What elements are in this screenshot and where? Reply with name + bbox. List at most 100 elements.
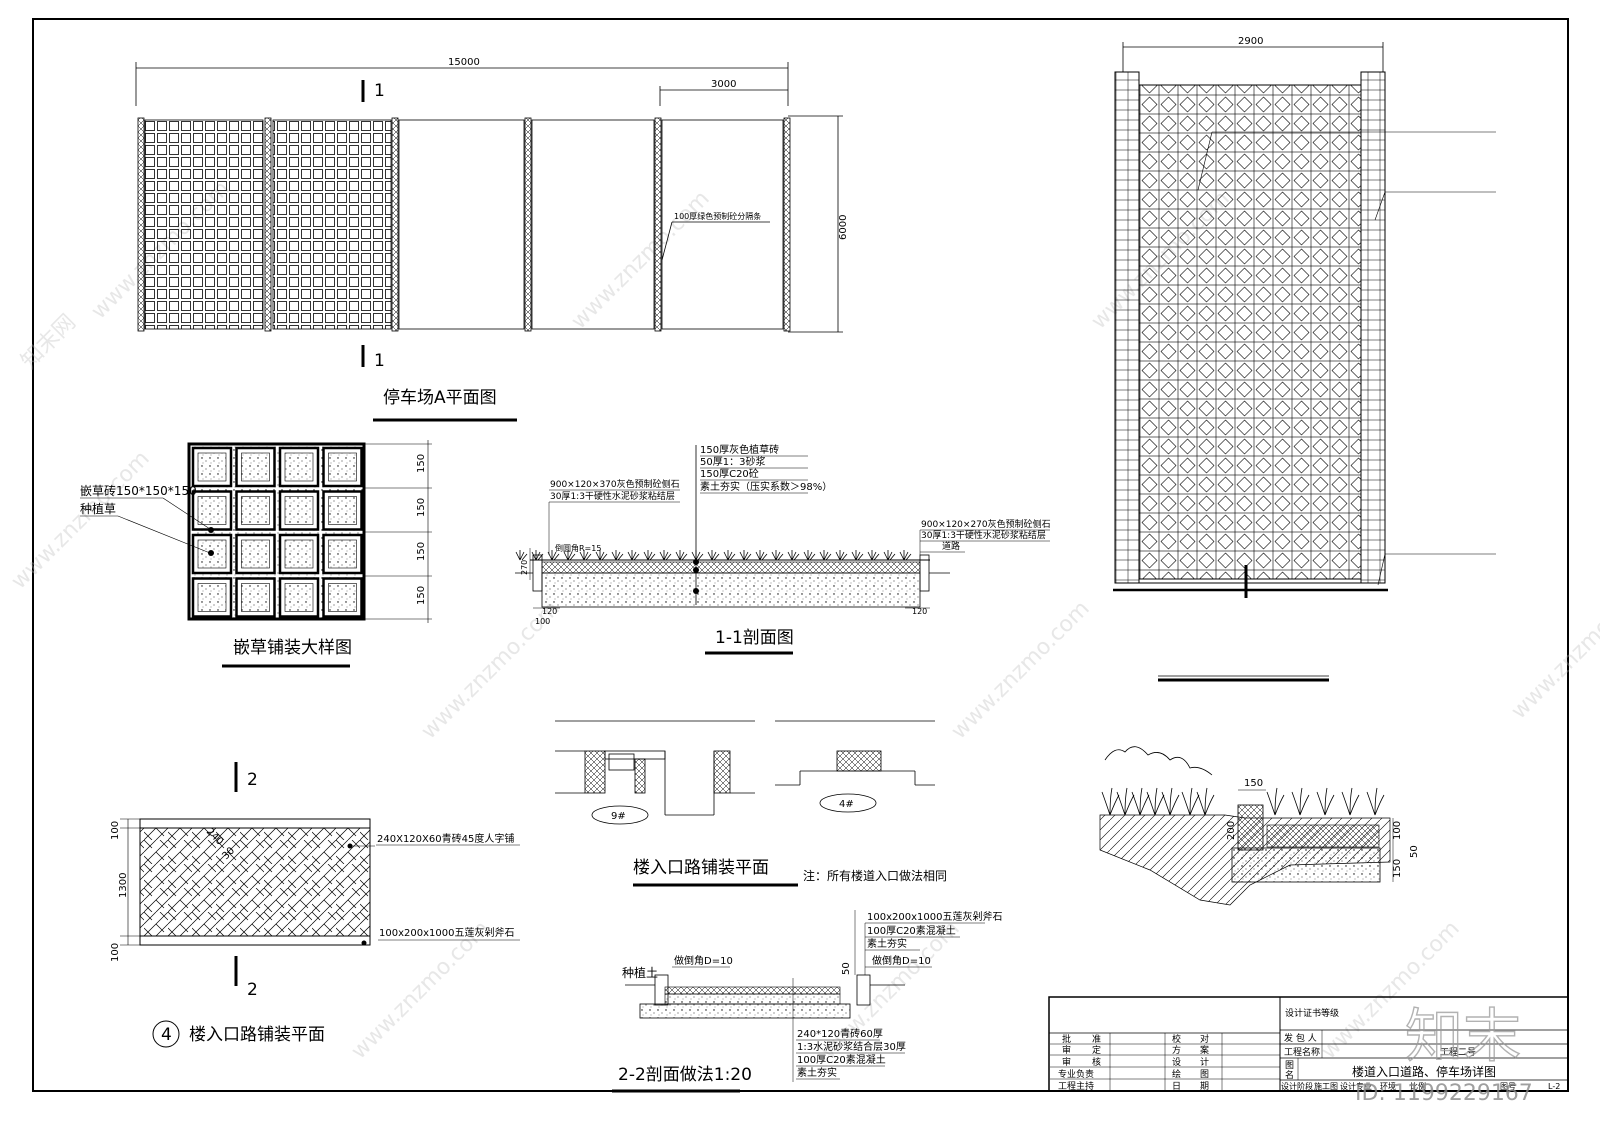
grass-tuft xyxy=(899,550,912,561)
grass-tuft xyxy=(851,550,864,561)
tb-cell: 准 xyxy=(1092,1034,1101,1045)
dim-150: 150 xyxy=(416,454,427,473)
label-9: 9# xyxy=(611,811,626,822)
grass-cell-inner xyxy=(197,496,227,525)
grass-tuft xyxy=(1161,787,1180,816)
tb-cell: 专业负责 xyxy=(1058,1068,1094,1080)
tb-cell: 案 xyxy=(1200,1044,1209,1056)
tb-cell: 定 xyxy=(1092,1044,1101,1056)
watermark-text: www.znzmo.com xyxy=(7,446,155,594)
tb-cell: 图 xyxy=(1200,1069,1209,1080)
grass-cells xyxy=(191,446,363,618)
dim-150: 150 xyxy=(416,498,427,517)
dim-bay: 3000 xyxy=(711,79,736,90)
tb-contractor: 发 包 人 xyxy=(1284,1032,1317,1044)
grass-tufts xyxy=(1101,787,1385,816)
grass-cell-inner xyxy=(241,452,270,482)
grass-tuft xyxy=(595,550,608,561)
grass-tuft xyxy=(643,550,656,561)
dim-depth: 6000 xyxy=(838,215,849,240)
chamfer-right: 做倒角D=10 xyxy=(872,954,931,967)
grass-cell-inner xyxy=(328,496,357,525)
tb-footer: 环境 xyxy=(1380,1081,1396,1091)
tb-cell: 期 xyxy=(1200,1081,1209,1092)
tb-cell: 绘 xyxy=(1172,1068,1181,1080)
tb-drawing-label: 图 xyxy=(1285,1060,1294,1071)
dim-bottom: 120 xyxy=(542,607,557,616)
label-brick: 240X120X60青砖45度人字铺 xyxy=(377,832,514,845)
note: 150厚C20砼 xyxy=(700,467,759,480)
grass-cell-inner xyxy=(328,452,357,482)
note: 900×120×270灰色预制砼侧石 xyxy=(921,518,1051,530)
grass-tuft xyxy=(1341,787,1360,816)
grass-tuft xyxy=(1196,787,1215,816)
tb-cell: 审 xyxy=(1062,1044,1071,1056)
grass-tuft xyxy=(1116,787,1135,816)
tb-project-suffix: 工程二号 xyxy=(1440,1047,1476,1058)
watermark-text: www.znzmo.com xyxy=(1507,576,1600,724)
note: 240*120青砖60厚 xyxy=(797,1027,883,1040)
drawing-frame xyxy=(32,18,1569,1092)
grass-cell-inner xyxy=(197,583,227,612)
grass-tuft xyxy=(883,550,896,561)
dim-50: 50 xyxy=(841,962,852,975)
entrance-plan: 100 1300 100 240 30 2 2 240X120X60青砖45度人… xyxy=(110,762,520,1048)
grass-tuft xyxy=(787,550,800,561)
grass-cell-inner xyxy=(328,539,357,569)
grass-cell-inner xyxy=(241,539,270,569)
grass-tuft xyxy=(819,550,832,561)
grass-tuft xyxy=(1291,787,1310,816)
grass-tuft xyxy=(1131,787,1150,816)
tb-footer: 比例 xyxy=(1410,1081,1426,1091)
tb-footer: 图号 xyxy=(1500,1082,1516,1091)
dim: 150 xyxy=(1244,778,1263,789)
section-mark-1-top: 1 xyxy=(374,81,385,101)
tb-cell: 方 xyxy=(1172,1044,1181,1056)
grass-tuft xyxy=(563,550,576,561)
watermark-text: www.znzmo.com xyxy=(947,596,1095,744)
grass-detail-title: 嵌草铺装大样图 xyxy=(233,638,352,658)
grass-cell-inner xyxy=(241,583,270,612)
grass-tuft xyxy=(803,550,816,561)
tb-footer: 施工图 xyxy=(1314,1081,1338,1091)
tb-cell: 日 xyxy=(1172,1081,1181,1092)
note: 150厚灰色植草砖 xyxy=(700,443,779,456)
note: 素土夯实 xyxy=(867,937,907,950)
grass-cell-inner xyxy=(284,452,314,482)
curb-note: 100厚绿色预制砼分隔条 xyxy=(674,211,761,221)
grass-cell-inner xyxy=(284,583,314,612)
dim: 100 xyxy=(1392,821,1403,840)
label-grass-brick: 嵌草砖150*150*150 xyxy=(80,483,197,498)
grass-tuft xyxy=(1366,787,1385,816)
label-4: 4# xyxy=(839,799,854,810)
label-soil: 种植土 xyxy=(622,965,658,980)
grass-tuft xyxy=(659,550,672,561)
label-plant-grass: 种植草 xyxy=(80,501,116,516)
dim: 100 xyxy=(110,821,121,840)
section-mark-2-top: 2 xyxy=(247,770,258,790)
chamfer-left: 做倒角D=10 xyxy=(674,954,733,967)
watermark-text: www.znzmo.com xyxy=(567,186,715,334)
grass-tuft xyxy=(515,550,528,561)
grass-tuft xyxy=(1146,787,1165,816)
tb-footer: 设计专业 xyxy=(1340,1081,1372,1091)
dim-bottom: 100 xyxy=(535,617,550,626)
label-curb: 100x200x1000五莲灰剁斧石 xyxy=(379,926,514,939)
grass-cell-inner xyxy=(284,539,314,569)
dim: 1300 xyxy=(118,873,129,898)
grass-tuft xyxy=(611,550,624,561)
grass-tuft xyxy=(675,550,688,561)
parking-plan-b: 2900 xyxy=(1113,36,1496,682)
note: 1:3水泥砂浆结合层30厚 xyxy=(797,1040,906,1053)
grass-tuft xyxy=(1266,787,1285,816)
grass-cell-inner xyxy=(328,583,357,612)
tb-cell: 计 xyxy=(1200,1056,1209,1068)
entrance-note: 注：所有楼道入口做法相同 xyxy=(803,868,947,883)
grass-tuft xyxy=(1181,787,1200,816)
tb-cell: 审 xyxy=(1062,1056,1071,1068)
tb-drawing-title: 楼道入口道路、停车场详图 xyxy=(1352,1064,1496,1079)
section-mark-2-bottom: 2 xyxy=(247,980,258,1000)
entrance-plan-title: 楼入口路铺装平面 xyxy=(189,1025,325,1045)
section-2-title: 2-2剖面做法1:20 xyxy=(618,1065,752,1085)
tb-cell: 工程主持 xyxy=(1058,1080,1094,1092)
